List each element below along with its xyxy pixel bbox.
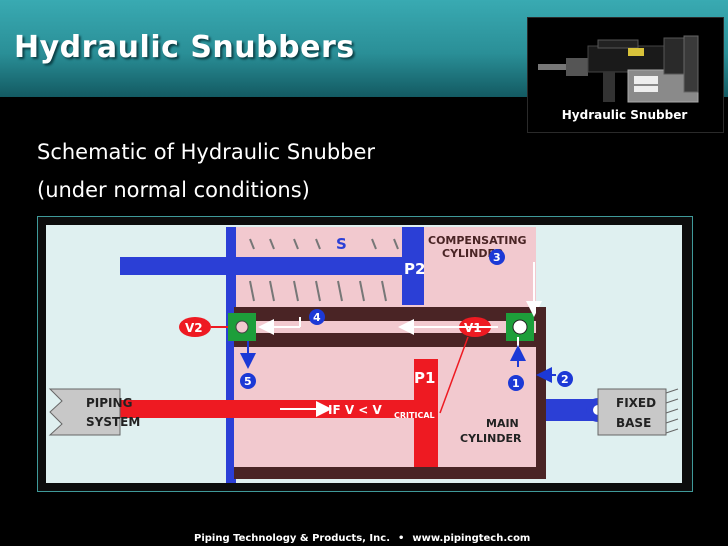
fixed-base-block xyxy=(597,388,667,436)
footer: Piping Technology & Products, Inc. • www.p… xyxy=(0,533,728,546)
schematic-frame: S P2 COMPENSATING CYLINDER V2 V1 4 xyxy=(37,216,693,492)
v2-tag xyxy=(179,317,211,337)
condition-subscript: CRITICAL xyxy=(394,411,435,420)
flow-marker-3 xyxy=(489,249,505,265)
flow-marker-1 xyxy=(508,375,524,391)
n3-label: 3 xyxy=(493,251,501,264)
snubber-photo-illustration xyxy=(538,35,699,103)
left-wall xyxy=(226,227,236,483)
footer-url: www.pipingtech.com xyxy=(412,533,531,544)
upper-rod xyxy=(120,257,420,275)
fixed-label-2: BASE xyxy=(616,416,651,430)
main-cylinder-bottom xyxy=(234,467,546,479)
n4-label: 4 xyxy=(313,311,321,324)
flow-marker-5 xyxy=(240,373,256,389)
main-cylinder-label-1: MAIN xyxy=(486,417,519,430)
v1-valve-ball xyxy=(512,319,528,335)
subtitle-line-2: (under normal conditions) xyxy=(37,178,310,202)
spring-coils xyxy=(249,238,419,302)
n5-label: 5 xyxy=(244,375,252,388)
main-cylinder-label-2: CYLINDER xyxy=(460,432,522,445)
n2-label: 2 xyxy=(561,373,569,386)
fixed-label-1: FIXED xyxy=(616,396,656,410)
main-cylinder-right-wall xyxy=(536,307,546,479)
compensating-label-1: COMPENSATING xyxy=(428,234,527,247)
snubber-schematic: S P2 COMPENSATING CYLINDER V2 V1 4 xyxy=(46,225,682,483)
p2-label: P2 xyxy=(404,260,425,278)
main-piston xyxy=(414,359,438,467)
v2-label: V2 xyxy=(185,321,203,335)
subtitle-line-1: Schematic of Hydraulic Snubber xyxy=(37,140,376,164)
spring-label: S xyxy=(336,235,347,253)
flow-marker-2 xyxy=(557,371,573,387)
snubber-photo xyxy=(527,17,724,133)
footer-company: Piping Technology & Products, Inc. xyxy=(194,533,390,544)
piping-label-1: PIPING xyxy=(86,396,132,410)
piping-label-2: SYSTEM xyxy=(86,415,140,429)
condition-text: IF V < V xyxy=(328,403,383,417)
compensating-piston xyxy=(402,227,424,305)
slide-title: Hydraulic Snubbers xyxy=(14,30,355,65)
footer-text: Piping Technology & Products, Inc. • www.p… xyxy=(194,533,530,544)
v2-valve-seat xyxy=(235,320,249,334)
main-rod xyxy=(120,400,416,418)
fixed-base-link xyxy=(546,399,598,421)
photo-caption: Hydraulic Snubber xyxy=(561,108,688,122)
piping-system-block xyxy=(48,388,121,436)
fixed-base-hatch xyxy=(665,388,679,434)
p1-label: P1 xyxy=(414,369,435,387)
n1-label: 1 xyxy=(512,377,520,390)
compensating-label-2: CYLINDER xyxy=(442,247,504,260)
flow-marker-4 xyxy=(309,309,325,325)
footer-bullet: • xyxy=(398,533,405,544)
